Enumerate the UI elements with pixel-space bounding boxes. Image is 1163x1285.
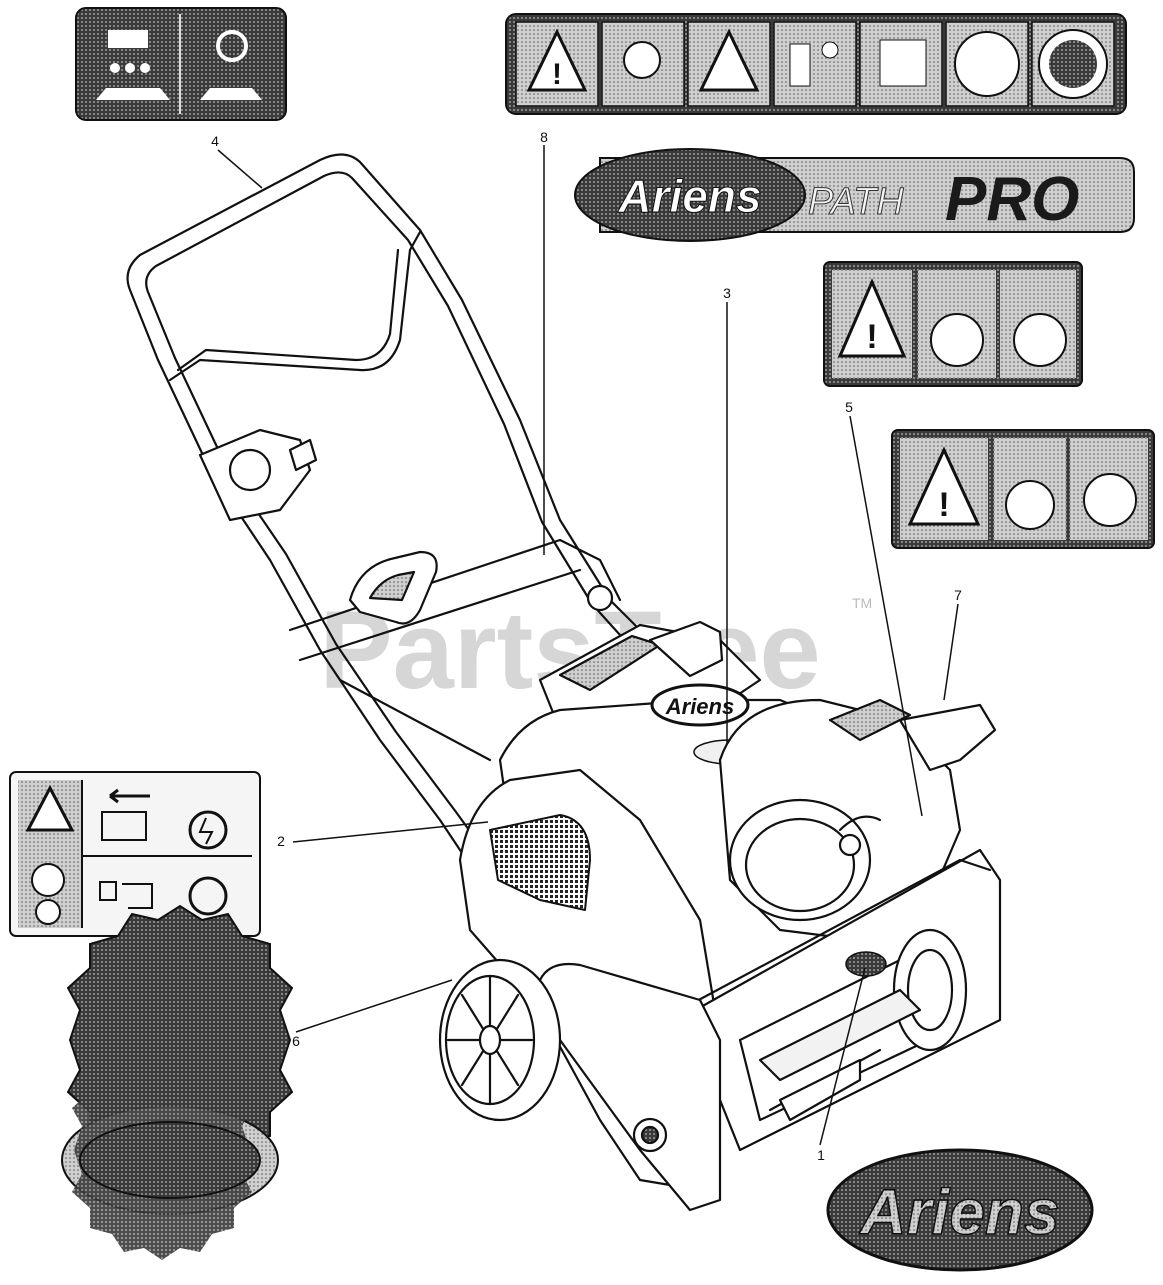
- decal-1-lens: [845, 951, 887, 977]
- warning-triangle-icon-2: [698, 28, 760, 92]
- warning-triangle-icon-4: [907, 446, 981, 526]
- callout-1: 1: [817, 1147, 825, 1163]
- clear-chute-icon-2: [1083, 473, 1137, 527]
- engine-run-icon: [188, 810, 228, 850]
- pull-cord-icon: [101, 811, 147, 841]
- operator-icon: [623, 41, 661, 79]
- decal-2-start-instructions: [9, 771, 261, 937]
- gear-oval-logo: [79, 1121, 261, 1199]
- snow-thrower-drawing: Ariens: [126, 153, 1002, 1212]
- engine-start-icon-2: [188, 876, 228, 916]
- callout-labels: 1 2 3 4 5 6 7 8: [211, 129, 962, 1163]
- decal-5-chute-warning: !: [891, 429, 1155, 549]
- model-pro-text: PRO: [945, 165, 1079, 234]
- manual-icon: [879, 39, 927, 87]
- impeller-hand-icon: [930, 313, 984, 367]
- decal-8-safety-strip: !: [505, 13, 1127, 115]
- auger-engage-icon: [200, 30, 262, 100]
- side-vent-grille: [489, 814, 591, 911]
- ariens-oval-text: Ariens: [858, 1176, 1059, 1248]
- svg-text:!: !: [552, 58, 562, 91]
- callout-2: 2: [277, 833, 285, 849]
- impeller-hand-icon-2: [1005, 480, 1055, 530]
- callout-6: 6: [292, 1033, 300, 1049]
- model-path-text: PATH: [808, 181, 904, 223]
- callout-4: 4: [211, 133, 219, 149]
- housing-ariens-badge: [650, 683, 750, 727]
- svg-text:!: !: [866, 318, 877, 356]
- door-icon: [789, 43, 811, 87]
- ariens-gear-decal: [61, 904, 294, 1260]
- chute-warning-decal-upper: !: [823, 261, 1083, 387]
- decal-4-control-icons: [75, 7, 287, 121]
- warning-triangle-icon: [526, 28, 588, 92]
- primer-button-icon: [99, 881, 117, 901]
- leader-lines: [217, 145, 959, 1146]
- housing-badge-text: Ariens: [665, 694, 734, 719]
- svg-text:!: !: [938, 486, 949, 524]
- callout-8: 8: [540, 129, 548, 145]
- ariens-logo-text: Ariens: [617, 170, 761, 222]
- ariens-oval-decal: Ariens: [826, 1148, 1094, 1272]
- callout-5: 5: [845, 399, 853, 415]
- ear-protection-icon: [954, 31, 1020, 97]
- warning-triangle-icon-3: [837, 278, 907, 358]
- callout-3: 3: [723, 285, 731, 301]
- manual-icon-2: [31, 863, 65, 897]
- ariens-oval-logo: [574, 148, 806, 242]
- callout-7: 7: [954, 587, 962, 603]
- watermark-trademark: TM: [852, 595, 872, 611]
- engine-start-icon: [96, 30, 170, 100]
- warning-triangle-icon-5: [25, 784, 75, 832]
- path-pro-decal: Ariens PATH PRO: [574, 148, 1135, 242]
- clear-chute-icon: [1013, 313, 1067, 367]
